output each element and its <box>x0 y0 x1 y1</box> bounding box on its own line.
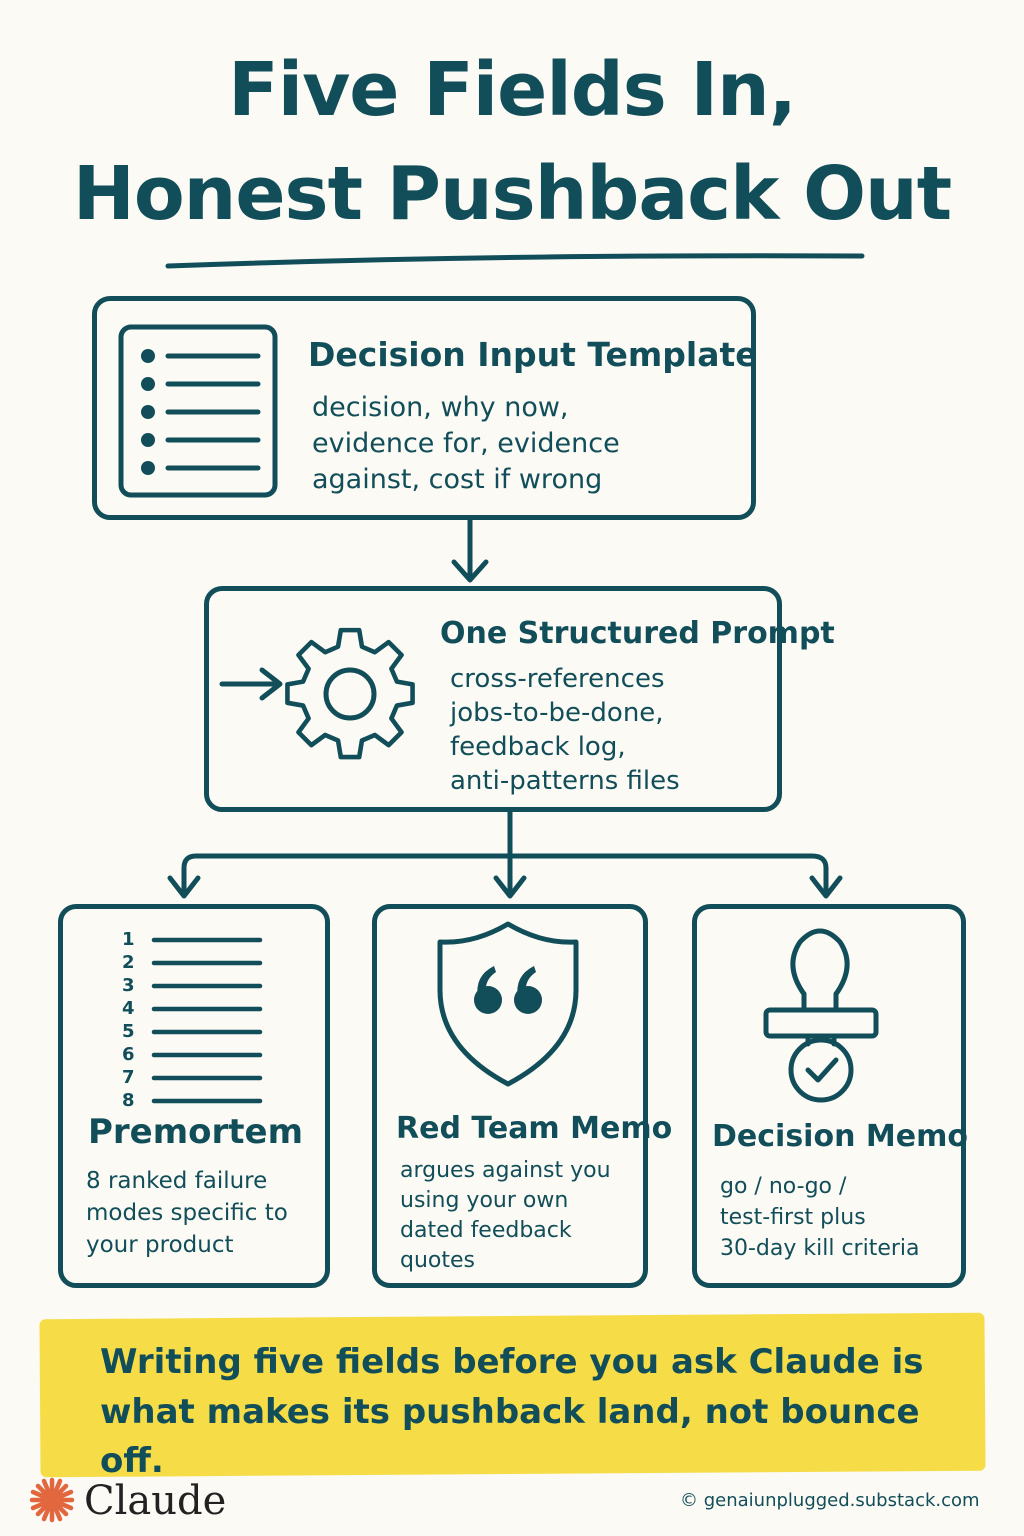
input-template-line-2: evidence for, evidence <box>312 428 620 459</box>
arrow-down-1 <box>451 517 489 583</box>
page-title-line-1: Five Fields In, <box>228 47 797 133</box>
title-underline <box>165 253 865 269</box>
decision-memo-box <box>692 904 966 1288</box>
red-team-memo-box <box>372 904 648 1288</box>
banner-line-2: what makes its pushback land, not bounce… <box>100 1392 920 1481</box>
decision-memo-heading: Decision Memo <box>712 1119 968 1154</box>
rank-number: 3 <box>122 975 135 996</box>
input-template-box <box>92 296 756 520</box>
premortem-line-3: your product <box>86 1232 234 1258</box>
decision-memo-line-1: go / no-go / <box>720 1174 847 1199</box>
structured-prompt-box <box>204 586 782 812</box>
rank-number: 2 <box>122 952 135 973</box>
input-template-line-1: decision, why now, <box>312 392 569 423</box>
structured-prompt-line-2: jobs-to-be-done, <box>450 698 664 728</box>
list-icon <box>118 324 278 498</box>
shield-quote-icon <box>437 921 579 1087</box>
page-title-line-2: Honest Pushback Out <box>72 151 952 237</box>
rank-number: 4 <box>122 998 135 1019</box>
premortem-line-2: modes specific to <box>86 1200 288 1226</box>
red-team-memo-line-1: argues against you <box>400 1158 611 1183</box>
credit-text: © genaiunplugged.substack.com <box>680 1490 980 1511</box>
rank-number: 7 <box>122 1067 135 1088</box>
rank-number: 8 <box>122 1090 135 1111</box>
input-template-line-3: against, cost if wrong <box>312 464 603 495</box>
rank-number: 5 <box>122 1021 135 1042</box>
gear-icon <box>285 627 415 760</box>
premortem-heading: Premortem <box>88 1112 304 1152</box>
numbered-list-icon <box>151 937 263 1104</box>
red-team-memo-line-4: quotes <box>400 1248 475 1273</box>
claude-starburst-icon <box>29 1477 75 1523</box>
decision-memo-line-3: 30-day kill criteria <box>720 1236 920 1261</box>
arrow-right-icon <box>219 667 283 701</box>
structured-prompt-heading: One Structured Prompt <box>440 616 835 651</box>
structured-prompt-line-4: anti-patterns files <box>450 766 680 796</box>
banner-line-1: Writing five fields before you ask Claud… <box>100 1342 924 1382</box>
stamp-check-icon <box>763 928 879 1103</box>
claude-brand-wordmark: Claude <box>84 1478 227 1524</box>
input-template-heading: Decision Input Template <box>308 335 758 374</box>
premortem-box <box>58 904 330 1288</box>
structured-prompt-line-1: cross-references <box>450 664 665 694</box>
red-team-memo-heading: Red Team Memo <box>396 1111 673 1146</box>
rank-number: 6 <box>122 1044 135 1065</box>
red-team-memo-line-2: using your own <box>400 1188 569 1213</box>
rank-number: 1 <box>122 929 135 950</box>
red-team-memo-line-3: dated feedback <box>400 1218 572 1243</box>
structured-prompt-line-3: feedback log, <box>450 732 626 762</box>
premortem-line-1: 8 ranked failure <box>86 1168 268 1194</box>
decision-memo-line-2: test-first plus <box>720 1205 866 1230</box>
branch-connector <box>167 807 843 899</box>
